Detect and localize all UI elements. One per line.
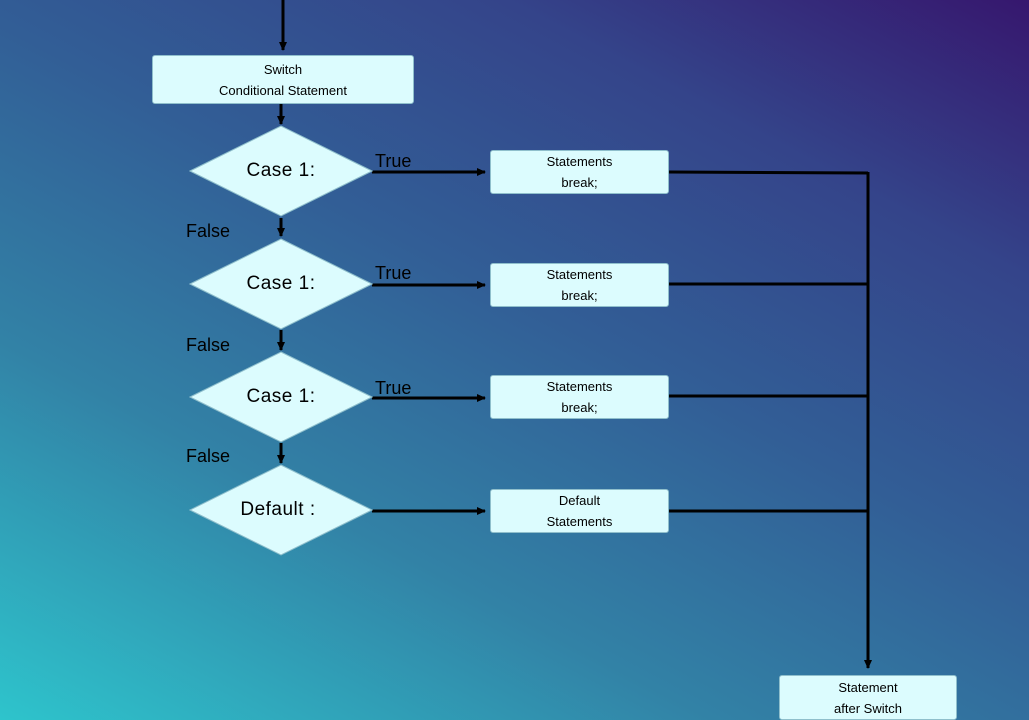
case-1-true-label: True [375, 151, 412, 171]
case-2-statements-line2: break; [561, 288, 598, 303]
case-3-statements-line1: Statements [546, 379, 613, 394]
after-switch-line1: Statement [838, 679, 898, 695]
case-1-label: Case 1: [246, 160, 316, 181]
default-diamond: Default : [189, 464, 373, 556]
case-3-false-label: False [186, 446, 231, 466]
after-switch-line2: after Switch [834, 700, 902, 716]
switch-box-line2: Conditional Statement [219, 82, 347, 98]
case-2-statements-box: Statements break; [490, 263, 669, 307]
default-label: Default : [240, 499, 316, 520]
case-2-true-label: True [375, 263, 412, 283]
case-1-diamond: Case 1: [189, 125, 373, 217]
case-3-label: Case 1: [246, 386, 316, 407]
case-3-diamond: Case 1: [189, 351, 373, 443]
default-statements-line2: Statements [546, 514, 613, 529]
default-statements-line1: Default [558, 493, 601, 508]
case-2-false-label: False [186, 335, 231, 355]
after-switch-box: Statement after Switch [779, 675, 957, 720]
case-3-statements-line2: break; [561, 400, 598, 415]
switch-box: Switch Conditional Statement [152, 55, 414, 104]
switch-box-line1: Switch [263, 61, 303, 77]
case-1-false-label: False [186, 221, 231, 241]
case-1-statements-box: Statements break; [490, 150, 669, 194]
case-3-statements-box: Statements break; [490, 375, 669, 419]
case-2-statements-line1: Statements [546, 267, 613, 282]
case-1-statements-line1: Statements [546, 154, 613, 169]
case-2-diamond: Case 1: [189, 238, 373, 330]
case1-exit-line [668, 170, 869, 175]
case-3-true-label: True [375, 378, 412, 398]
case-2-label: Case 1: [246, 273, 316, 294]
default-statements-box: Default Statements [490, 489, 669, 533]
case-1-statements-line2: break; [561, 175, 598, 190]
